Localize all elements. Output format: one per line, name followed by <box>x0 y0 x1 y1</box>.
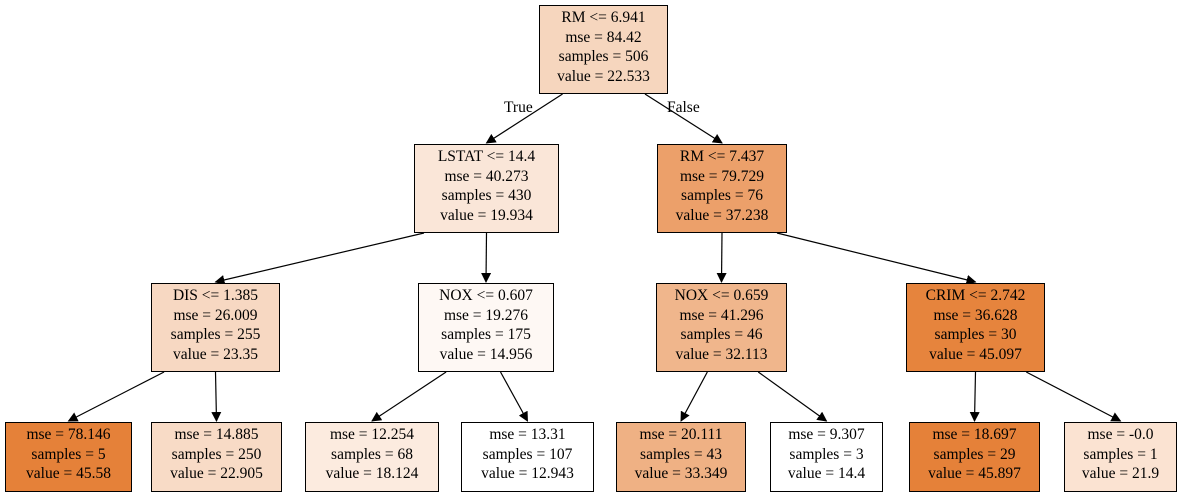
tree-node-n4: NOX <= 0.607 mse = 19.276 samples = 175 val… <box>418 283 554 372</box>
tree-node-n11: mse = 20.111 samples = 43 value = 33.349 <box>616 422 746 492</box>
node-line: mse = 18.697 <box>932 426 1017 443</box>
node-line: DIS <= 1.385 <box>172 287 259 304</box>
tree-node-n10: mse = 13.31 samples = 107 value = 12.943 <box>461 422 594 492</box>
node-line: samples = 68 <box>331 445 413 463</box>
node-line: value = 45.897 <box>928 465 1021 482</box>
tree-edge-n6-n14 <box>1025 371 1122 422</box>
node-line: mse = 79.729 <box>679 167 765 185</box>
node-line: value = 45.097 <box>929 345 1022 363</box>
tree-edge-n2-n5 <box>716 232 727 283</box>
node-line: value = 37.238 <box>675 206 769 224</box>
node-line: mse = 19.276 <box>443 306 529 324</box>
node-line: mse = 84.42 <box>565 28 642 46</box>
node-line: NOX <= 0.607 <box>439 287 533 304</box>
tree-edge-n4-n10 <box>499 371 529 422</box>
node-line: RM <= 7.437 <box>679 148 765 165</box>
node-line: value = 14.4 <box>787 465 866 482</box>
tree-edge-n3-n7 <box>67 371 165 422</box>
node-line: samples = 30 <box>934 326 1017 343</box>
node-line: RM <= 6.941 <box>561 9 646 26</box>
node-line: samples = 175 <box>441 326 531 343</box>
tree-edge-n5-n12 <box>757 371 828 422</box>
tree-edge-n5-n11 <box>680 371 708 422</box>
node-line: mse = 40.273 <box>444 167 529 185</box>
node-line: value = 18.124 <box>325 465 419 482</box>
tree-edge-n1-n4 <box>481 232 492 283</box>
node-line: mse = 20.111 <box>639 426 723 443</box>
node-line: samples = 29 <box>933 445 1016 463</box>
node-line: samples = 43 <box>640 445 722 463</box>
node-line: value = 12.943 <box>481 465 574 482</box>
edge-label-true: True <box>504 99 533 116</box>
tree-node-n1: LSTAT <= 14.4 mse = 40.273 samples = 430 va… <box>414 144 559 233</box>
tree-edge-n0-n1 <box>485 93 563 144</box>
node-line: value = 19.934 <box>440 206 533 224</box>
tree-node-n9: mse = 12.254 samples = 68 value = 18.124 <box>305 422 439 492</box>
node-line: value = 33.349 <box>634 465 728 482</box>
node-line: mse = -0.0 <box>1087 426 1154 443</box>
node-line: samples = 255 <box>170 326 261 343</box>
tree-node-n3: DIS <= 1.385 mse = 26.009 samples = 255 val… <box>151 283 280 372</box>
node-line: value = 32.113 <box>675 345 768 363</box>
node-line: mse = 36.628 <box>933 306 1018 324</box>
node-line: value = 22.533 <box>557 67 650 85</box>
node-line: samples = 430 <box>441 187 532 204</box>
node-line: samples = 250 <box>171 445 262 463</box>
tree-node-n8: mse = 14.885 samples = 250 value = 22.905 <box>151 422 282 492</box>
tree-node-n5: NOX <= 0.659 mse = 41.296 samples = 46 valu… <box>656 283 787 372</box>
node-line: mse = 78.146 <box>26 426 111 443</box>
node-line: mse = 26.009 <box>173 306 258 324</box>
node-line: value = 22.905 <box>170 465 263 482</box>
tree-edge-n1-n3 <box>214 232 425 285</box>
tree-node-n6: CRIM <= 2.742 mse = 36.628 samples = 30 val… <box>906 283 1045 372</box>
node-line: LSTAT <= 14.4 <box>437 148 536 165</box>
node-line: samples = 107 <box>482 445 573 463</box>
node-line: CRIM <= 2.742 <box>925 287 1026 304</box>
node-line: samples = 46 <box>680 326 763 343</box>
tree-edge-n6-n13 <box>969 371 980 422</box>
tree-node-n7: mse = 78.146 samples = 5 value = 45.58 <box>5 422 132 492</box>
tree-edge-n4-n9 <box>371 371 447 422</box>
node-line: value = 45.58 <box>26 465 111 482</box>
node-line: samples = 1 <box>1083 445 1158 463</box>
node-line: samples = 76 <box>681 187 763 204</box>
node-line: mse = 13.31 <box>489 426 566 443</box>
node-line: mse = 12.254 <box>329 426 415 443</box>
tree-node-n0: RM <= 6.941 mse = 84.42 samples = 506 value… <box>539 5 668 94</box>
tree-node-n12: mse = 9.307 samples = 3 value = 14.4 <box>770 422 883 492</box>
node-line: mse = 9.307 <box>788 426 865 443</box>
node-line: value = 21.9 <box>1081 465 1160 482</box>
node-line: samples = 5 <box>31 445 106 463</box>
tree-edge-n2-n6 <box>776 232 977 285</box>
tree-edge-n0-n2 <box>644 93 723 144</box>
tree-edge-n3-n8 <box>211 371 222 422</box>
node-line: NOX <= 0.659 <box>674 287 769 304</box>
node-line: samples = 506 <box>558 48 649 65</box>
tree-node-n14: mse = -0.0 samples = 1 value = 21.9 <box>1064 422 1177 492</box>
node-line: samples = 3 <box>789 445 864 463</box>
edge-label-false: False <box>667 99 700 116</box>
node-line: value = 23.35 <box>173 345 258 363</box>
node-line: mse = 41.296 <box>679 306 764 324</box>
node-line: value = 14.956 <box>439 345 533 363</box>
node-line: mse = 14.885 <box>174 426 259 443</box>
tree-node-n2: RM <= 7.437 mse = 79.729 samples = 76 value… <box>657 144 787 233</box>
tree-node-n13: mse = 18.697 samples = 29 value = 45.897 <box>909 422 1040 492</box>
